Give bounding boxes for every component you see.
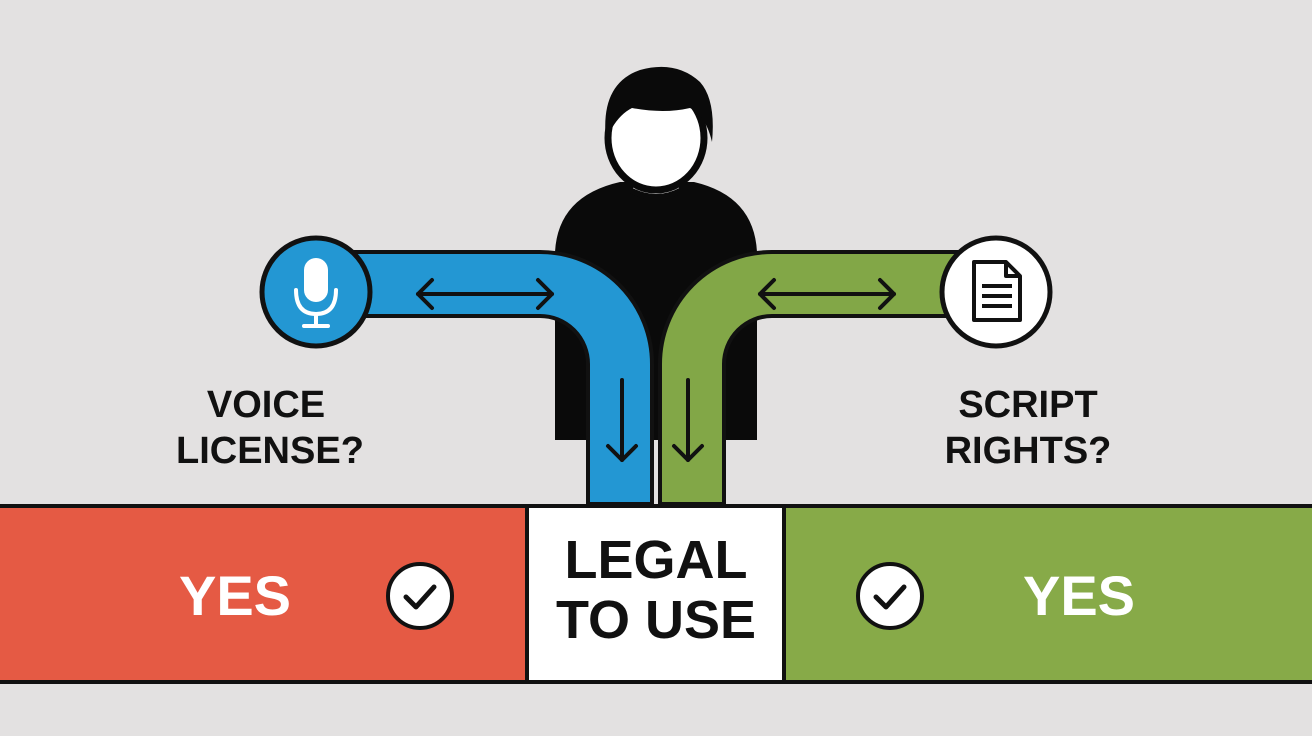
legal-to-use-line1: LEGAL bbox=[564, 530, 748, 590]
person-silhouette-icon bbox=[555, 66, 757, 440]
voice-license-line2: LICENSE? bbox=[176, 430, 364, 472]
double-arrow-icon bbox=[416, 278, 554, 310]
document-icon bbox=[939, 235, 1053, 349]
left-yes-text: YES bbox=[178, 564, 292, 627]
down-arrow-icon bbox=[606, 378, 638, 462]
script-rights-label: SCRIPT RIGHTS? bbox=[938, 382, 1118, 474]
legal-to-use-text: LEGAL TO USE bbox=[528, 530, 784, 650]
legal-to-use-line2: TO USE bbox=[555, 590, 757, 650]
checkmark-icon bbox=[386, 562, 454, 630]
checkmark-icon bbox=[856, 562, 924, 630]
double-arrow-icon bbox=[758, 278, 896, 310]
script-rights-line1: SCRIPT bbox=[958, 384, 1098, 426]
script-rights-line2: RIGHTS? bbox=[944, 430, 1112, 472]
down-arrow-icon bbox=[672, 378, 704, 462]
result-box bbox=[525, 504, 786, 684]
microphone-icon bbox=[259, 235, 373, 349]
voice-license-label: VOICE LICENSE? bbox=[176, 382, 364, 474]
right-path bbox=[658, 250, 998, 506]
left-path bbox=[314, 250, 654, 506]
voice-license-line1: VOICE bbox=[206, 384, 326, 426]
right-yes-text: YES bbox=[1022, 564, 1136, 627]
